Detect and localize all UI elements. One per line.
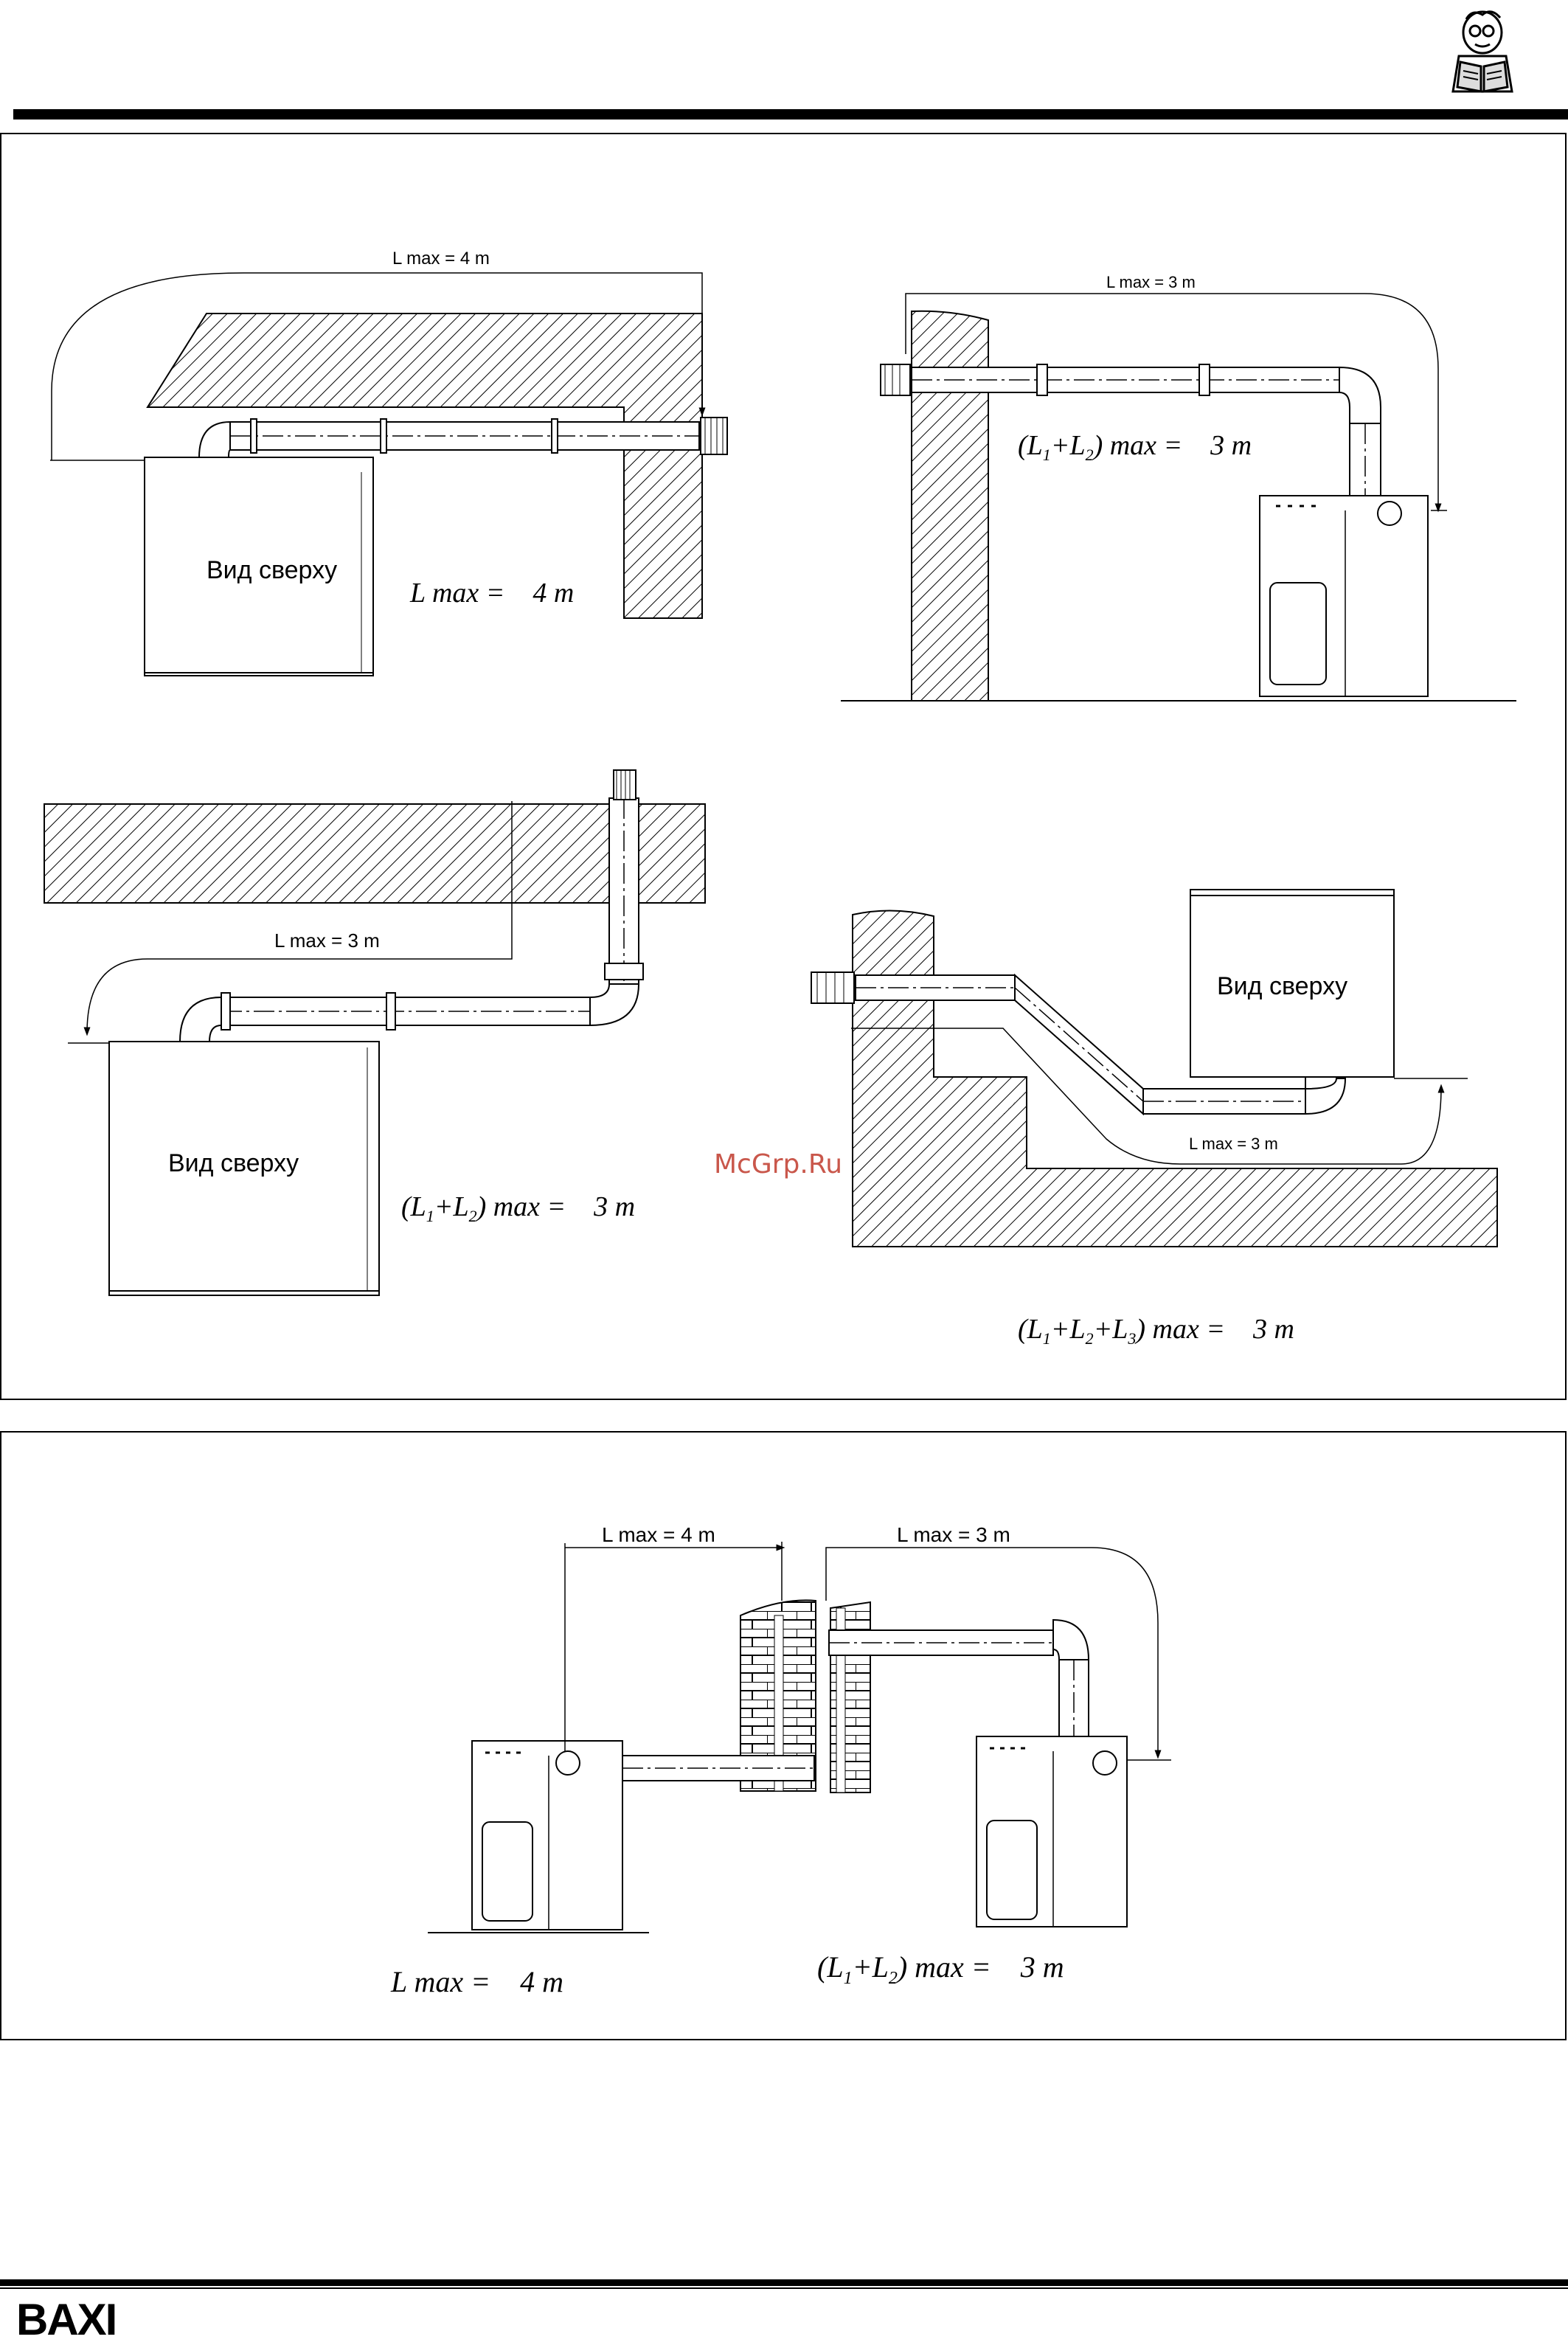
elbow (1339, 367, 1381, 423)
brand-logo: BAXI (16, 2294, 116, 2345)
dimension-label: L max = 4 m (392, 249, 490, 269)
formula-label: L max = 4 m (390, 1965, 563, 1998)
view-label: Вид сверху (207, 556, 337, 584)
flue-terminal (701, 418, 727, 454)
flue-pipe (221, 997, 590, 1025)
diagram-3-roof-flue-top-view: L max = 3 m Вид сверху (L1+L2) max = 3 m (44, 770, 705, 1295)
elbow (199, 422, 230, 457)
formula-label: (L1+L2) max = 3 m (1018, 430, 1252, 464)
formula-label: L max = 4 m (409, 578, 574, 609)
angled-pipe (1015, 975, 1143, 1114)
formula-label: (L1+L2) max = 3 m (401, 1191, 635, 1225)
dimension-label: L max = 3 m (897, 1523, 1010, 1546)
watermark: McGrp.Ru (714, 1149, 842, 1180)
dimension-label: L max = 3 m (1189, 1135, 1278, 1153)
footer-rule-thin (0, 2287, 1568, 2289)
diagram-4-offset-flue-top-view: L max = 3 m Вид сверху (L1+L2+L3) max = … (811, 890, 1497, 1348)
diagram-1-horizontal-flue-top-view: L max = 4 m Вид сверху L max = 4 m (50, 249, 727, 676)
dimension-label: L max = 4 m (602, 1523, 715, 1546)
view-label: Вид сверху (1217, 972, 1347, 1000)
formula-label: (L1+L2) max = 3 m (817, 1950, 1064, 1988)
diagram-5-horizontal-flue-side-view: L max = 4 m L max = 4 m (390, 1523, 816, 1998)
formula-label: (L1+L2+L3) max = 3 m (1018, 1314, 1294, 1348)
diagram-6-vertical-horizontal-flue-side-view: L max = 3 m (L1+L2) max = 3 m (817, 1523, 1171, 1988)
diagram-2-vertical-horizontal-flue: L max = 3 m (L1+L2) max = 3 m (841, 273, 1516, 701)
footer-rule (0, 2279, 1568, 2286)
dimension-label: L max = 3 m (274, 929, 380, 952)
elbow (180, 997, 221, 1042)
view-label: Вид сверху (168, 1149, 299, 1177)
dimension-label: L max = 3 m (1106, 273, 1196, 291)
elbow (1053, 1620, 1089, 1660)
flue-terminal (811, 972, 854, 1003)
ceiling-section (44, 804, 705, 903)
